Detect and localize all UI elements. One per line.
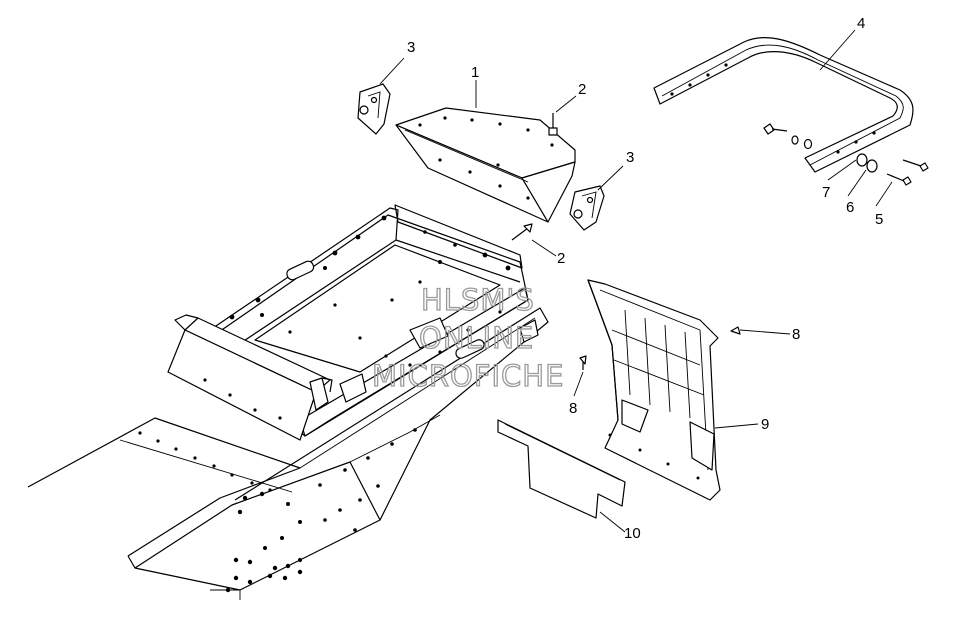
callout-3-left: 3 bbox=[407, 39, 415, 56]
callout-8-right: 8 bbox=[792, 326, 800, 343]
part-9-snowflap bbox=[587, 279, 721, 501]
callout-7: 7 bbox=[822, 184, 830, 201]
callout-8-left: 8 bbox=[569, 400, 577, 417]
watermark-line3: MICROFICHE bbox=[372, 359, 564, 393]
callout-5: 5 bbox=[875, 211, 883, 228]
part-8-rivet-left bbox=[579, 355, 587, 370]
part-1-cover bbox=[395, 107, 576, 223]
part-3-bracket-right bbox=[569, 185, 605, 231]
part-2-screw-mid bbox=[511, 223, 533, 241]
callout-9: 9 bbox=[761, 416, 769, 433]
callout-labels: 1 2 2 3 3 4 5 6 7 8 8 9 10 bbox=[407, 15, 883, 542]
callout-6: 6 bbox=[846, 199, 854, 216]
part-10-plate bbox=[497, 419, 626, 519]
part-2-screw-top bbox=[548, 113, 558, 136]
callout-2-top: 2 bbox=[578, 81, 586, 98]
watermark-line2: ONLINE bbox=[419, 321, 534, 355]
callout-10: 10 bbox=[624, 525, 641, 542]
callout-2-mid: 2 bbox=[557, 250, 565, 267]
part-3-bracket-left bbox=[357, 83, 391, 135]
part-7-nuts bbox=[791, 135, 813, 150]
chassis-rivets bbox=[138, 215, 511, 593]
leader-lines bbox=[379, 29, 893, 533]
callout-1: 1 bbox=[471, 64, 479, 81]
watermark: HLSM'S ONLINE MICROFICHE bbox=[371, 282, 564, 393]
part-4-bumper bbox=[653, 36, 914, 173]
part-5-bolts bbox=[763, 123, 929, 186]
callout-4: 4 bbox=[857, 15, 865, 32]
part-8-rivet-right bbox=[730, 326, 741, 335]
watermark-line1: HLSM'S bbox=[421, 283, 535, 317]
part-6-washers bbox=[856, 153, 878, 173]
chassis-tunnel bbox=[27, 204, 549, 600]
callout-3-right: 3 bbox=[626, 149, 634, 166]
